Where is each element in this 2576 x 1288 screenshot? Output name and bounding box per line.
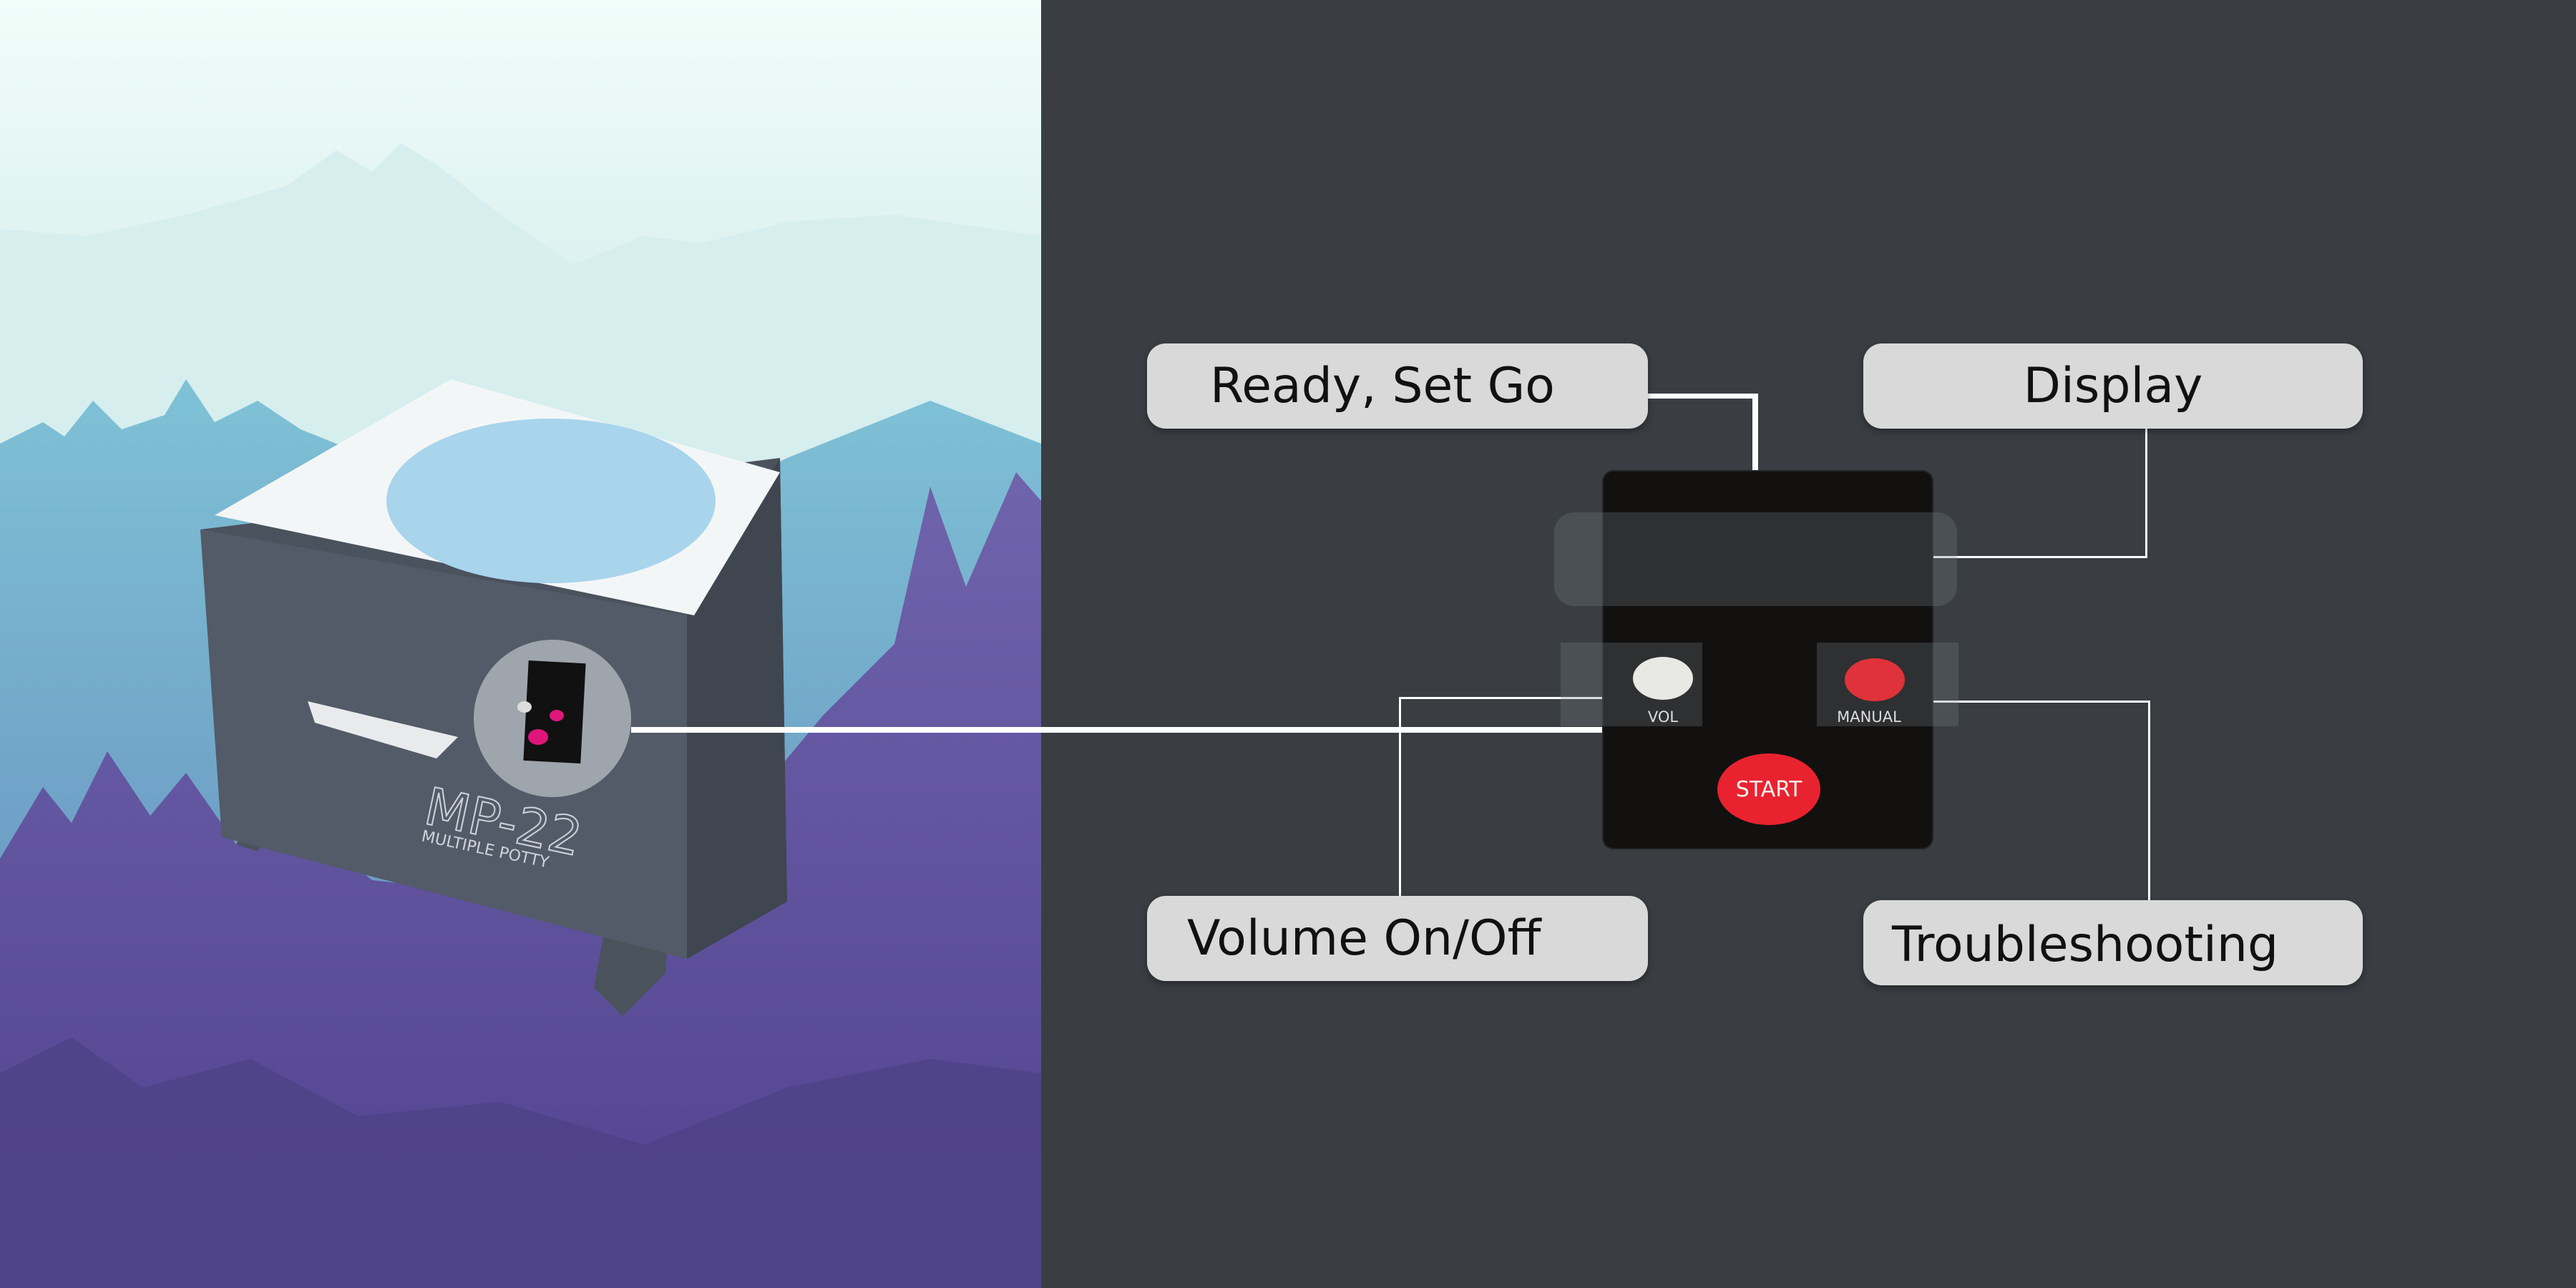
callout-troubleshooting: Troubleshooting (1863, 900, 2363, 985)
troubleshoot-connector-vertical (2148, 701, 2150, 901)
start-button[interactable]: START (1717, 753, 1820, 825)
troubleshoot-connector-horizontal (1932, 701, 2150, 703)
volume-connector-horizontal (1399, 697, 1606, 699)
forest-product-scene: MP-22 MULTIPLE POTTY (0, 0, 1041, 1288)
manual-label: MANUAL (1837, 708, 1901, 726)
volume-connector-vertical (1399, 697, 1401, 896)
display-area (1554, 512, 1957, 606)
callout-troubleshooting-text: Troubleshooting (1892, 917, 2279, 973)
vol-button[interactable] (1633, 657, 1693, 700)
ready-connector-horizontal (1648, 394, 1757, 399)
callout-display: Display (1863, 343, 2363, 429)
product-mp22: MP-22 MULTIPLE POTTY (200, 379, 787, 1016)
manual-button[interactable] (1845, 658, 1905, 701)
panel-connector-line (631, 727, 1604, 733)
display-connector-horizontal (1932, 556, 2147, 558)
callout-volume-text: Volume On/Off (1187, 910, 1541, 967)
callout-ready-set-go: Ready, Set Go (1147, 343, 1648, 429)
callout-volume: Volume On/Off (1147, 896, 1648, 981)
callout-display-text: Display (2023, 358, 2203, 414)
callout-ready-text: Ready, Set Go (1210, 358, 1555, 414)
vol-label: VOL (1647, 708, 1679, 726)
start-label: START (1735, 776, 1802, 802)
display-connector-vertical (2145, 429, 2147, 558)
